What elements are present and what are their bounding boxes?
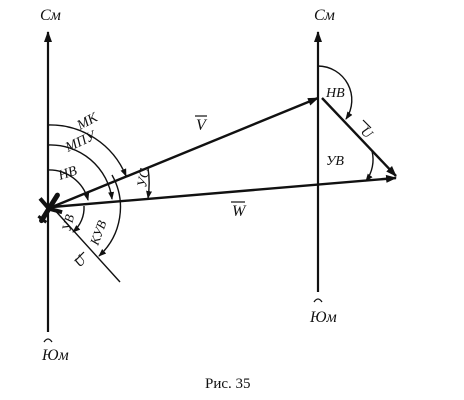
uv-right-label: УВ [326, 154, 344, 169]
us-label: УС [135, 167, 153, 189]
wind-direction-line [51, 206, 121, 283]
u-right-overbar [362, 119, 372, 129]
groundspeed-vector-w [51, 174, 397, 209]
left-north-label: См [40, 7, 61, 24]
nv-right-arc [317, 65, 353, 120]
kuv-label: КУВ [86, 218, 109, 248]
mk-arc [47, 124, 127, 177]
us-arc [146, 167, 153, 199]
right-south-tick [313, 298, 323, 303]
aircraft-icon [37, 192, 63, 224]
u-right-label: U [357, 124, 375, 142]
uv-left-arc [72, 205, 85, 233]
uv-right-arc [365, 150, 374, 182]
figure-caption: Рис. 35 [205, 376, 251, 392]
wind-vector-u [321, 97, 397, 177]
w-vec-label: W [232, 203, 247, 220]
right-north-label: См [314, 7, 335, 24]
left-south-label: Юм [41, 347, 69, 364]
nv-right-label: НВ [325, 86, 345, 101]
right-south-label: Юм [309, 309, 337, 326]
nv-left-arc [47, 169, 90, 201]
airspeed-vector-v [51, 96, 319, 209]
left-south-tick [43, 338, 53, 343]
nv-left-label: НВ [56, 164, 80, 184]
uv-left-label: УВ [58, 213, 77, 233]
mpu-arc [47, 144, 115, 200]
v-vec-label: V [196, 117, 208, 134]
kuv-arc [98, 174, 122, 257]
u-vec-overbar [75, 251, 85, 261]
